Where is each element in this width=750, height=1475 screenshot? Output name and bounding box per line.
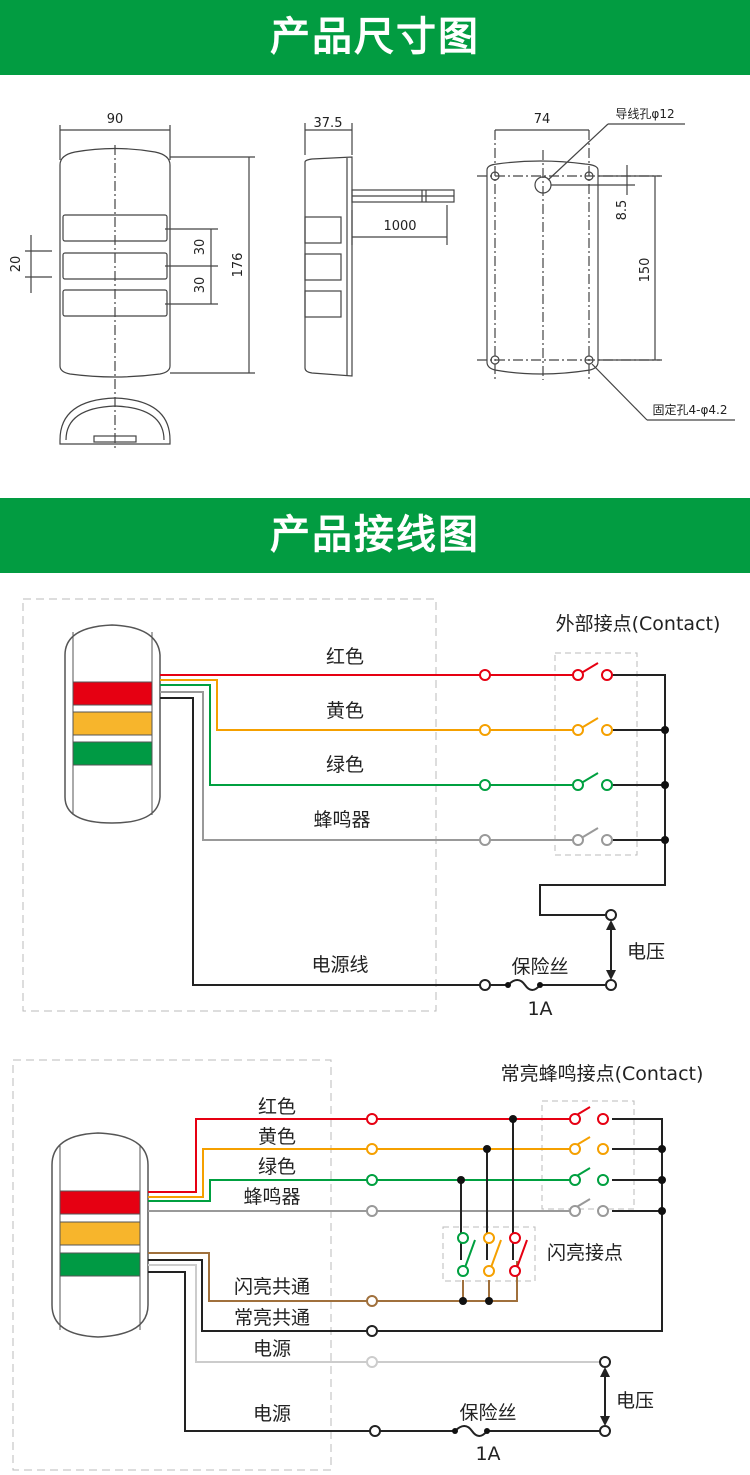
wiring-diagram-2: 红色 黄色 绿色 蜂鸣器 闪亮共通 常亮共通 电源 电源 常亮蜂鸣接点(Cont…: [12, 1059, 704, 1471]
dim-pitch-2: 30: [193, 277, 208, 294]
fix-hole: [490, 355, 500, 365]
dim-total-height: 176: [231, 253, 246, 278]
fix-hole: [584, 171, 594, 181]
lamp-green: [72, 741, 153, 766]
contact-title: 外部接点(Contact): [556, 613, 721, 635]
wire-green: [160, 684, 578, 786]
dim-window-height: 20: [9, 256, 24, 273]
power-line-label: 电源线: [311, 954, 368, 976]
dim-hole-offset: 8.5: [615, 200, 630, 221]
wire-yellow: [160, 679, 578, 731]
dimension-drawing: 90 20 30 30 176 37.5 1000 74 导线孔φ12 8.5 …: [9, 107, 735, 450]
dim-mount-height: 150: [638, 258, 653, 283]
voltage-label: 电压: [616, 1390, 654, 1412]
dim-depth: 37.5: [314, 116, 343, 131]
wire-label-red: 红色: [326, 646, 364, 668]
fuse-label: 保险丝: [511, 956, 568, 978]
tower-lamp-2: [51, 1132, 149, 1338]
power-label-2: 电源: [253, 1403, 291, 1425]
dim-pitch-1: 30: [193, 239, 208, 256]
wire-buzzer: [160, 691, 578, 841]
lamp-red: [72, 681, 153, 706]
dim-cable-length: 1000: [383, 219, 416, 234]
fix-hole-label: 固定孔4-φ4.2: [653, 402, 728, 417]
flash-common-label: 闪亮共通: [234, 1276, 310, 1298]
wire-label-green: 绿色: [326, 754, 364, 776]
fuse-rating: 1A: [527, 998, 552, 1020]
wire-label-yellow: 黄色: [258, 1126, 296, 1148]
wiring-diagram-1: 红色 黄色 绿色 蜂鸣器 电源线 外部接点(Contact) 保险丝 1A 电压: [22, 598, 721, 1020]
wire-label-buzzer: 蜂鸣器: [313, 809, 370, 831]
wire-label-buzzer: 蜂鸣器: [243, 1186, 300, 1208]
wire-label-yellow: 黄色: [326, 700, 364, 722]
dim-front-width: 90: [107, 112, 124, 127]
top-view-cap: [59, 397, 171, 445]
wiring-section-title: 产品接线图: [0, 498, 750, 573]
fix-hole: [584, 355, 594, 365]
fuse-label: 保险丝: [459, 1402, 516, 1424]
wire-label-green: 绿色: [258, 1156, 296, 1178]
steady-common-label: 常亮共通: [234, 1307, 310, 1329]
flash-contact-label: 闪亮接点: [547, 1242, 623, 1264]
dimensions-section-title: 产品尺寸图: [0, 0, 750, 75]
voltage-label: 电压: [627, 941, 665, 963]
front-view-body: [59, 147, 171, 378]
fuse-rating: 1A: [475, 1443, 500, 1465]
wire-power: [160, 697, 485, 986]
contact-title: 常亮蜂鸣接点(Contact): [501, 1063, 704, 1085]
power-label-1: 电源: [253, 1338, 291, 1360]
side-view-body: [304, 156, 353, 377]
fix-hole: [490, 171, 500, 181]
tower-lamp-1: [64, 624, 161, 824]
wire-hole-label: 导线孔φ12: [615, 107, 674, 121]
wire-label-red: 红色: [258, 1096, 296, 1118]
dim-mount-width: 74: [534, 112, 551, 127]
lamp-yellow: [72, 711, 153, 736]
